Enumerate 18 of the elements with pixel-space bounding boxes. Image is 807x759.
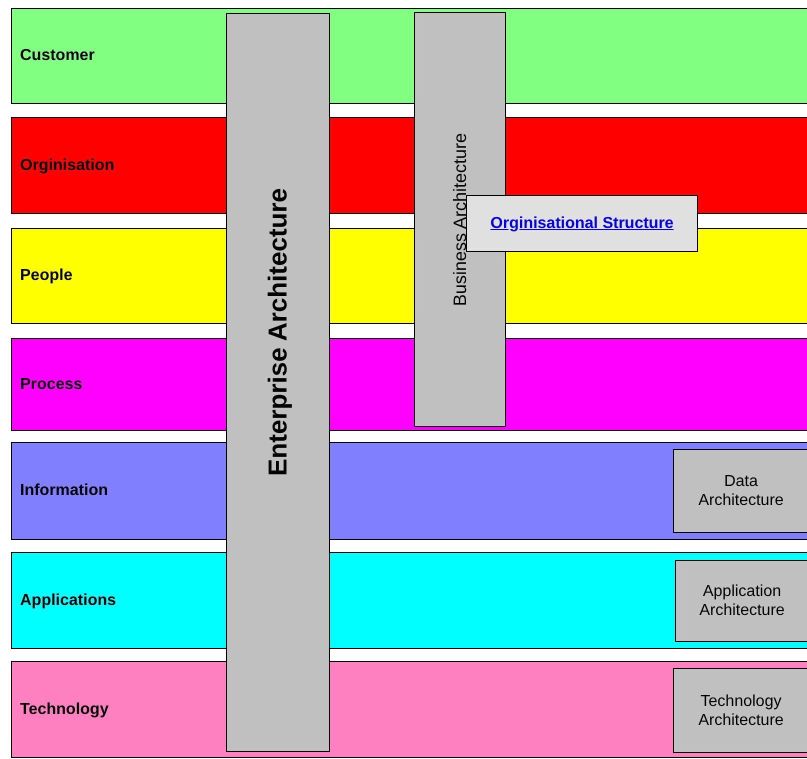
column-label: Business Architecture (448, 132, 470, 306)
structure-box (466, 195, 698, 252)
architecture-box (675, 560, 807, 642)
layer-label: Customer (20, 46, 95, 66)
architecture-box (673, 449, 807, 533)
layer-label: Applications (20, 590, 116, 610)
architecture-box (673, 668, 807, 753)
column-label: Enterprise Architecture (262, 188, 294, 476)
structure-link: Orginisational Structure (490, 214, 674, 234)
layer-label: Process (20, 374, 82, 394)
layer-label: Technology (20, 700, 109, 720)
box-label: Technology Architecture (698, 692, 784, 730)
box-label: Data Architecture (698, 472, 784, 510)
layer-label: Information (20, 481, 108, 501)
layer-label: Orginisation (20, 156, 114, 176)
layer-label: People (20, 266, 72, 286)
box-label: Application Architecture (699, 582, 785, 620)
architecture-column (226, 13, 330, 752)
